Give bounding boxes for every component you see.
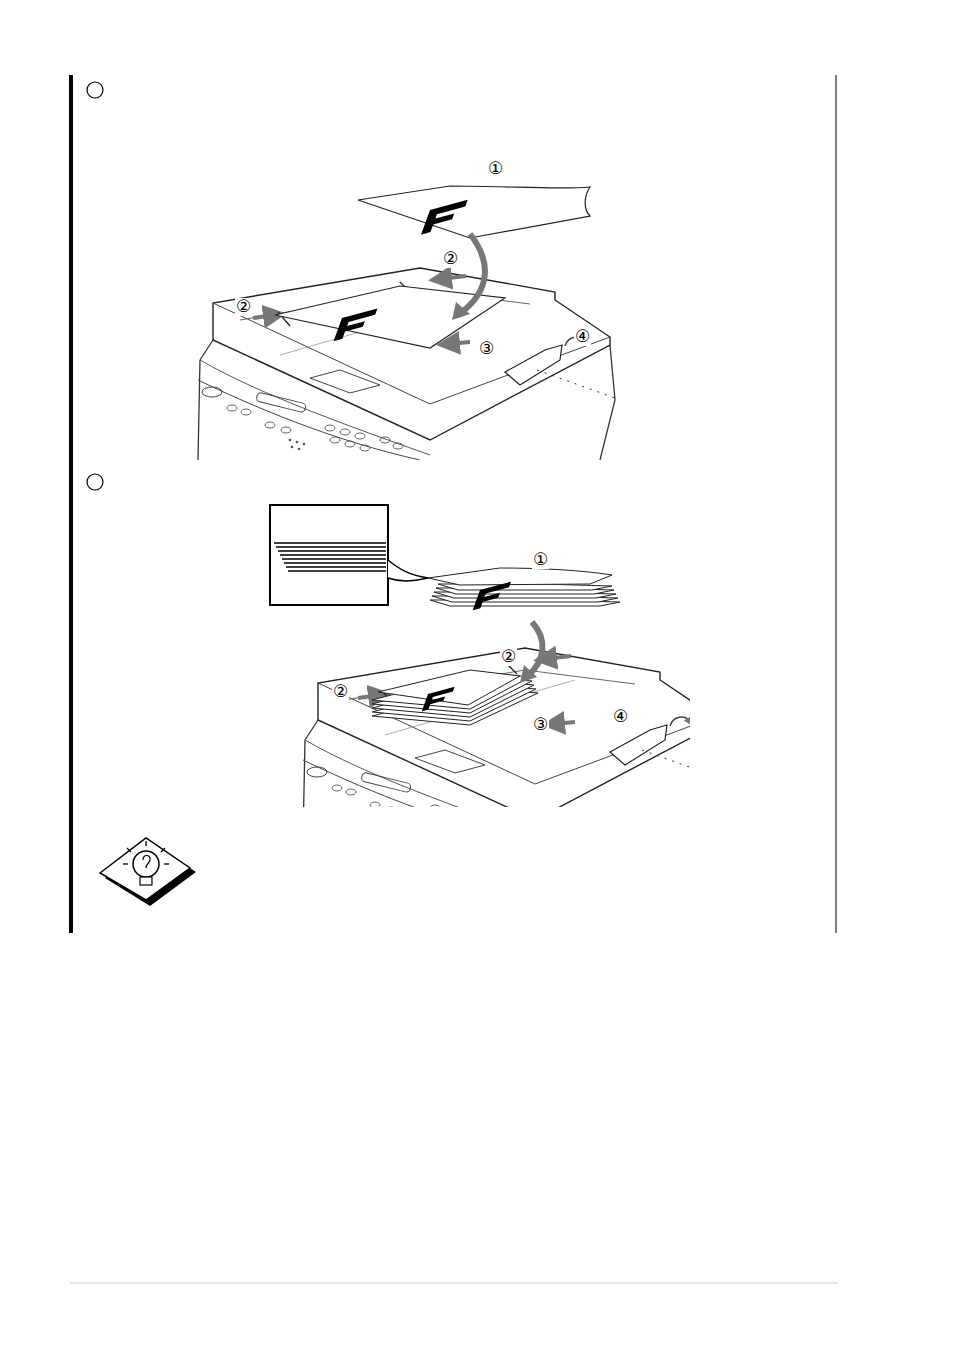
callout-number: ④ (574, 328, 591, 346)
callout-number: ③ (532, 716, 549, 734)
callout-number: ④ (612, 708, 629, 726)
callout-number: ① (487, 160, 504, 178)
callout-number: ② (500, 648, 517, 666)
callout-number: ① (532, 551, 549, 569)
callout-number: ③ (478, 340, 495, 358)
callout-number: ② (442, 250, 459, 268)
callout-number: ② (235, 298, 252, 316)
callout-number: ② (332, 683, 349, 701)
